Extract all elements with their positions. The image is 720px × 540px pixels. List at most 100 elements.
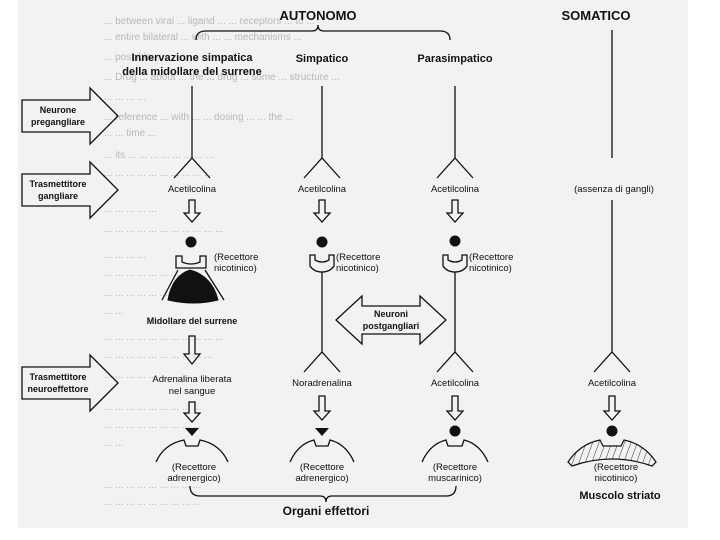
acetilcolina-label: Acetilcolina	[298, 184, 347, 195]
bg-line: ... reference ... with ... ... dosing ..…	[104, 112, 294, 123]
down-arrow-icon	[312, 199, 332, 223]
adrenergic-receptor-icon	[155, 439, 229, 463]
down-arrow-icon	[445, 199, 465, 223]
down-arrow-icon	[182, 199, 202, 223]
adrenergico-label: adrenergico)	[167, 473, 220, 484]
cell-outline-left	[161, 269, 179, 301]
synapse-fork	[173, 157, 211, 179]
synapse-fork	[436, 351, 474, 373]
bg-line: ... ...	[104, 438, 123, 449]
neurone-label-1: Neurone	[40, 105, 77, 115]
nicotinic-receptor-icon	[442, 254, 468, 273]
arrow-trasmettitore-gangliare: Trasmettitore gangliare	[21, 160, 119, 220]
down-arrow-icon	[182, 335, 202, 366]
neuroni-label-2: postgangliari	[363, 321, 420, 331]
column-simpatico: Acetilcolina (Recettore nicotinico) Nora…	[289, 86, 380, 484]
trasm-neuro-label-2: neuroeffettore	[27, 384, 88, 394]
down-arrow-icon	[312, 395, 332, 421]
nicotinico-label: nicotinico)	[336, 263, 379, 274]
bg-line: ... between viral ... ligand ... ... rec…	[104, 16, 315, 27]
bg-line: ... ... ... ... ... ... ... ... ... ...	[104, 350, 212, 361]
muscarinico-label: muscarinico)	[428, 473, 482, 484]
background-text: ... between viral ... ligand ... ... rec…	[104, 16, 340, 508]
ach-dot-icon	[606, 425, 618, 437]
autonomo-brace	[195, 24, 451, 41]
header-somatico: SOMATICO	[561, 8, 630, 23]
nicotinic-receptor-icon	[309, 254, 335, 273]
organi-brace	[189, 485, 457, 503]
bg-line: ... ... ... ... ... ... ... ... ...	[104, 268, 201, 279]
page-scan	[18, 0, 688, 528]
bg-line: ... ... ... ... ... ... ... ... ... ... …	[104, 224, 223, 235]
nicotinico-label: nicotinico)	[595, 473, 638, 484]
bg-line: ... ... ... ... ... ... ... ... ...	[104, 497, 201, 508]
synapse-fork	[593, 351, 631, 373]
adrenalina-label-2: nel sangue	[169, 386, 215, 397]
midollare-label: Midollare del surrene	[147, 316, 238, 326]
ach-dot-icon	[449, 235, 461, 247]
synapse-fork	[303, 157, 341, 179]
trasm-gang-label-1: Trasmettitore	[29, 179, 86, 189]
bg-line: ... ... ... ... ... ... ... ... ... ...	[104, 168, 212, 179]
recettore-label: (Recettore	[172, 462, 216, 473]
adrenergico-label: adrenergico)	[295, 473, 348, 484]
bg-line: ... ... ... ... ... ... ... ... ...	[104, 420, 201, 431]
synapse-fork	[303, 351, 341, 373]
adrenaline-triangle-icon	[185, 428, 199, 436]
adrenal-cell-icon	[167, 269, 219, 304]
ach-dot-icon	[449, 425, 461, 437]
bg-line: ... Drug ... about ... the ... drug ... …	[104, 72, 340, 83]
column-parasimpatico: Acetilcolina (Recettore nicotinico) Acet…	[421, 86, 513, 484]
bg-line: ... ... ... ... ... ... ... ... ...	[104, 480, 201, 491]
down-arrow-icon	[602, 395, 622, 421]
bg-line: ... entire bilateral ... with ... ... me…	[104, 32, 302, 43]
bg-line: ... ... time ...	[104, 128, 156, 139]
acetilcolina-label: Acetilcolina	[431, 184, 480, 195]
bg-line: ... ...	[104, 306, 123, 317]
bg-line: ... possible ...	[104, 52, 163, 63]
nicotinic-receptor-icon	[175, 255, 207, 269]
muscarinic-receptor-icon	[421, 439, 489, 463]
adrenergic-receptor-icon	[289, 439, 355, 463]
noradrenalina-label: Noradrenalina	[292, 378, 352, 389]
header-autonomo: AUTONOMO	[279, 8, 356, 23]
noradrenaline-triangle-icon	[315, 428, 329, 436]
recettore-label: (Recettore	[336, 252, 380, 263]
ach-dot-icon	[185, 236, 197, 248]
down-arrow-icon	[182, 401, 202, 423]
arrow-neuroni-postgangliari: Neuroni postgangliari	[335, 294, 447, 346]
col-surrene-header-2: della midollare del surrene	[122, 66, 261, 78]
down-arrow-icon	[445, 395, 465, 421]
col-parasimpatico-header: Parasimpatico	[417, 53, 492, 65]
acetilcolina-label: Acetilcolina	[588, 378, 637, 389]
neuroni-label-1: Neuroni	[374, 309, 408, 319]
acetilcolina-label: Acetilcolina	[168, 184, 217, 195]
synapse-fork	[436, 157, 474, 179]
ach-dot-icon	[316, 236, 328, 248]
bg-line: ... ... ... ... ... ... ... ... ... ... …	[104, 332, 223, 343]
organi-effettori-label: Organi effettori	[283, 504, 370, 518]
bg-line: ... its ... ... ... ... ... ... ... ...	[104, 150, 214, 161]
bg-line: ... ... ... ...	[104, 92, 146, 103]
bg-line: ... ... ... ... ... ... ... ... ... ...	[104, 370, 212, 381]
cell-outline-right	[204, 269, 225, 301]
bg-line: ... ... ... ... ... ... ... ... ...	[104, 402, 201, 413]
bg-line: ... ... ... ... ... ... ... ... ...	[104, 288, 201, 299]
recettore-label: (Recettore	[594, 462, 638, 473]
column-somatico: (assenza di gangli) Acetilcolina (Recett…	[567, 30, 661, 502]
nicotinico-label: nicotinico)	[214, 263, 257, 274]
acetilcolina-label: Acetilcolina	[431, 378, 480, 389]
muscolo-striato-label: Muscolo striato	[579, 490, 661, 502]
column-surrene: Acetilcolina (Recettore nicotinico) Mido…	[147, 86, 258, 484]
nicotinico-label: nicotinico)	[469, 263, 512, 274]
col-surrene-header-1: Innervazione simpatica	[131, 52, 253, 64]
neurone-label-2: pregangliare	[31, 117, 85, 127]
col-simpatico-header: Simpatico	[296, 53, 349, 65]
assenza-gangli-label: (assenza di gangli)	[574, 184, 654, 195]
recettore-label: (Recettore	[469, 252, 513, 263]
striated-muscle-icon	[567, 439, 657, 467]
trasm-neuro-label-1: Trasmettitore	[29, 372, 86, 382]
recettore-label: (Recettore	[300, 462, 344, 473]
arrow-neurone-pregangliare: Neurone pregangliare	[21, 86, 119, 146]
